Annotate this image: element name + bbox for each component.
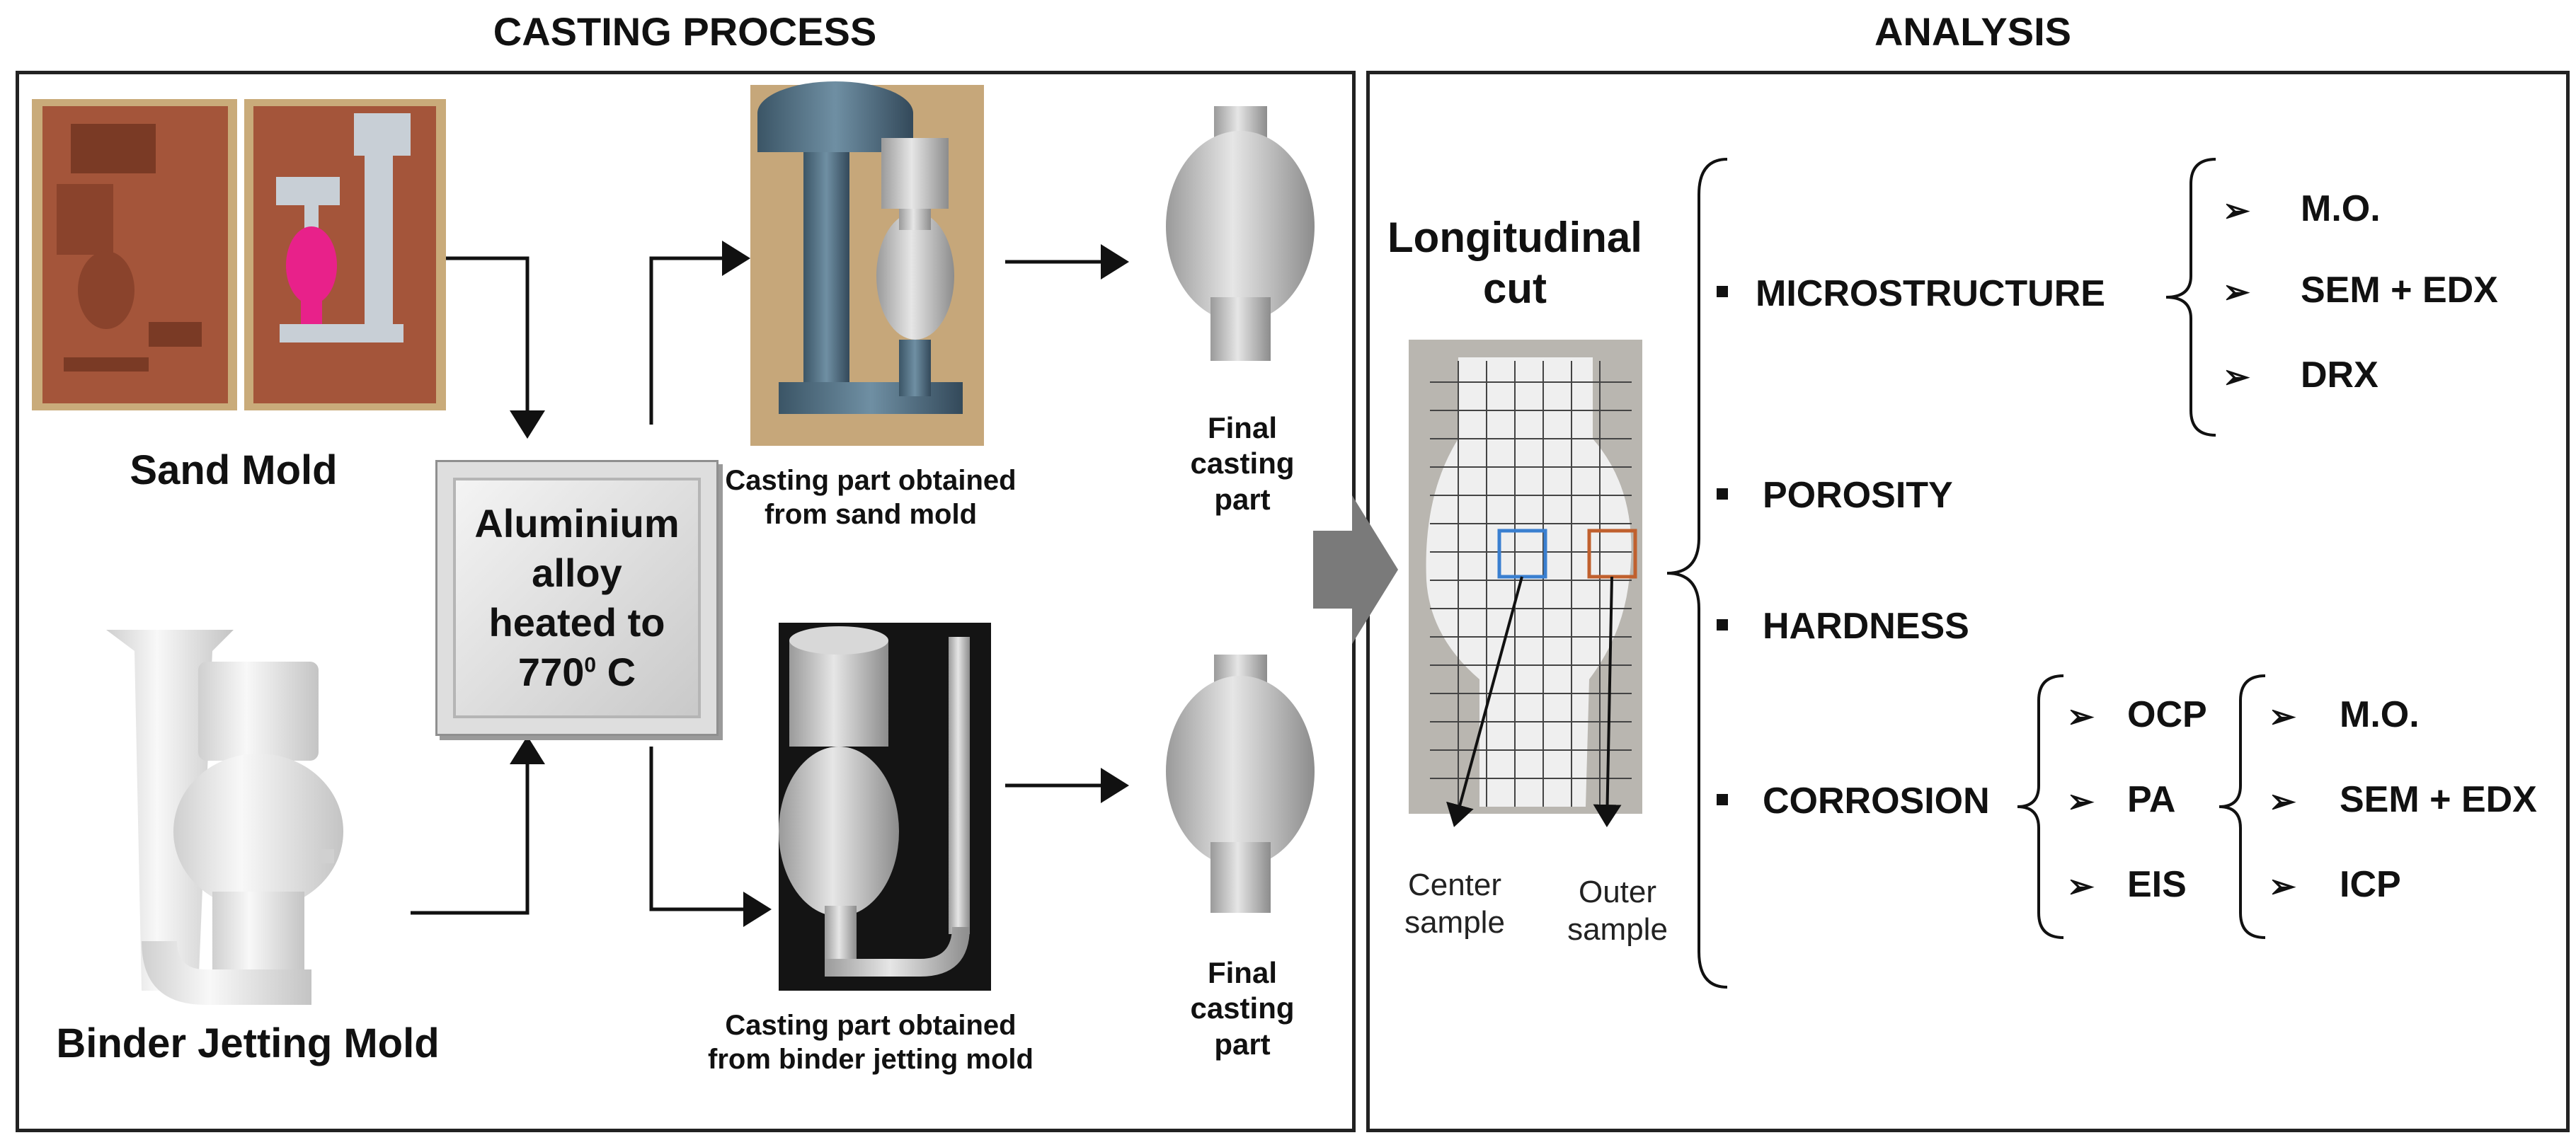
final-casting-part-bottom — [1166, 655, 1315, 913]
binder-casting-label-line1: Casting part obtained — [725, 1010, 1017, 1041]
corr-test-eis: EIS — [2127, 864, 2187, 905]
binder-casting-label: Casting part obtained from binder jettin… — [694, 1008, 1048, 1076]
corr-test-ocp: OCP — [2127, 694, 2207, 735]
corr-method-arrow-1-icon: ➢ — [2269, 698, 2296, 735]
micro-arrow-3-icon: ➢ — [2223, 358, 2250, 395]
bullet-hardness — [1717, 619, 1728, 631]
corr-method-arrow-2-icon: ➢ — [2269, 783, 2296, 819]
corr-test-arrow-2-icon: ➢ — [2067, 783, 2095, 819]
sand-casting-label: Casting part obtained from sand mold — [708, 464, 1034, 531]
final-top-line3: part — [1214, 482, 1271, 516]
binder-jetting-mold-photo — [106, 630, 343, 1005]
arrow-alloy-to-binder-cast — [649, 747, 772, 927]
casting-process-title: CASTING PROCESS — [493, 9, 877, 54]
micro-item-sem: SEM + EDX — [2301, 270, 2498, 311]
corr-test-arrow-1-icon: ➢ — [2067, 698, 2095, 735]
cut-line2: cut — [1483, 265, 1547, 312]
micro-item-mo: M.O. — [2301, 188, 2381, 229]
final-top-line2: casting — [1190, 447, 1295, 480]
arrow-alloy-to-sand-cast — [649, 241, 750, 425]
outer-sample-square — [1587, 529, 1637, 579]
final-casting-part-top — [1166, 106, 1315, 361]
arrow-sand-to-alloy — [446, 256, 545, 439]
corrosion-methods-brace — [2219, 674, 2266, 939]
micro-item-drx: DRX — [2301, 355, 2378, 396]
analysis-title: ANALYSIS — [1874, 9, 2071, 54]
final-casting-label-bottom: Final casting part — [1172, 955, 1313, 1062]
cut-line1: Longitudinal — [1387, 214, 1642, 261]
sand-mold-label: Sand Mold — [130, 447, 338, 493]
sand-casting-label-line2: from sand mold — [764, 499, 978, 530]
main-brace — [1666, 158, 1728, 989]
longitudinal-cut-label: Longitudinal cut — [1380, 212, 1649, 314]
corrosion-brace — [2017, 674, 2064, 939]
bullet-porosity — [1717, 488, 1728, 500]
big-transition-arrow — [1313, 495, 1398, 644]
sand-casting-label-line1: Casting part obtained — [725, 465, 1017, 496]
final-bottom-line2: casting — [1190, 991, 1295, 1025]
center-sample-line1: Center — [1407, 868, 1502, 902]
micro-arrow-2-icon: ➢ — [2223, 273, 2250, 310]
alloy-temp: 770 — [517, 650, 585, 694]
outer-sample-line2: sample — [1567, 911, 1668, 947]
arrow-outer-sample — [1593, 576, 1622, 827]
corr-method-sem: SEM + EDX — [2340, 779, 2537, 820]
micro-arrow-1-icon: ➢ — [2223, 192, 2250, 229]
sand-mold-photo-right — [244, 99, 446, 410]
center-sample-square — [1497, 529, 1547, 579]
alloy-line-2: alloy — [532, 551, 622, 595]
aluminium-alloy-box: Aluminium alloy heated to 7700 C — [435, 460, 719, 736]
final-bottom-line3: part — [1214, 1027, 1271, 1061]
hardness-label: HARDNESS — [1763, 606, 1969, 647]
final-bottom-line1: Final — [1207, 956, 1277, 989]
center-sample-label: Center sample — [1384, 867, 1525, 942]
corr-method-arrow-3-icon: ➢ — [2269, 868, 2296, 904]
final-casting-label-top: Final casting part — [1172, 410, 1313, 517]
corr-test-pa: PA — [2127, 779, 2176, 820]
corr-method-mo: M.O. — [2340, 694, 2420, 735]
bullet-microstructure — [1717, 286, 1728, 297]
sand-casting-photo — [750, 81, 984, 446]
longitudinal-cut-photo — [1409, 340, 1642, 814]
corrosion-label: CORROSION — [1763, 781, 1990, 822]
arrow-binder-to-alloy — [411, 736, 545, 915]
microstructure-brace — [2165, 158, 2216, 437]
final-top-line1: Final — [1207, 411, 1277, 444]
corr-test-arrow-3-icon: ➢ — [2067, 868, 2095, 904]
arrow-center-sample — [1446, 576, 1523, 827]
outer-sample-line1: Outer — [1578, 875, 1657, 909]
alloy-temp-unit: C — [596, 650, 636, 694]
outer-sample-label: Outer sample — [1547, 874, 1688, 949]
binder-jetting-mold-label: Binder Jetting Mold — [56, 1020, 440, 1066]
alloy-line-3: heated to — [488, 600, 665, 645]
alloy-temp-exponent: 0 — [584, 653, 597, 677]
bullet-corrosion — [1717, 794, 1728, 805]
porosity-label: POROSITY — [1763, 475, 1953, 516]
center-sample-line2: sample — [1404, 904, 1505, 940]
microstructure-label: MICROSTRUCTURE — [1756, 273, 2105, 314]
corr-method-icp: ICP — [2340, 864, 2401, 905]
sand-mold-photo-left — [32, 99, 237, 410]
alloy-line-1: Aluminium — [474, 501, 680, 546]
binder-casting-label-line2: from binder jetting mold — [708, 1044, 1034, 1075]
binder-casting-photo — [779, 623, 991, 991]
